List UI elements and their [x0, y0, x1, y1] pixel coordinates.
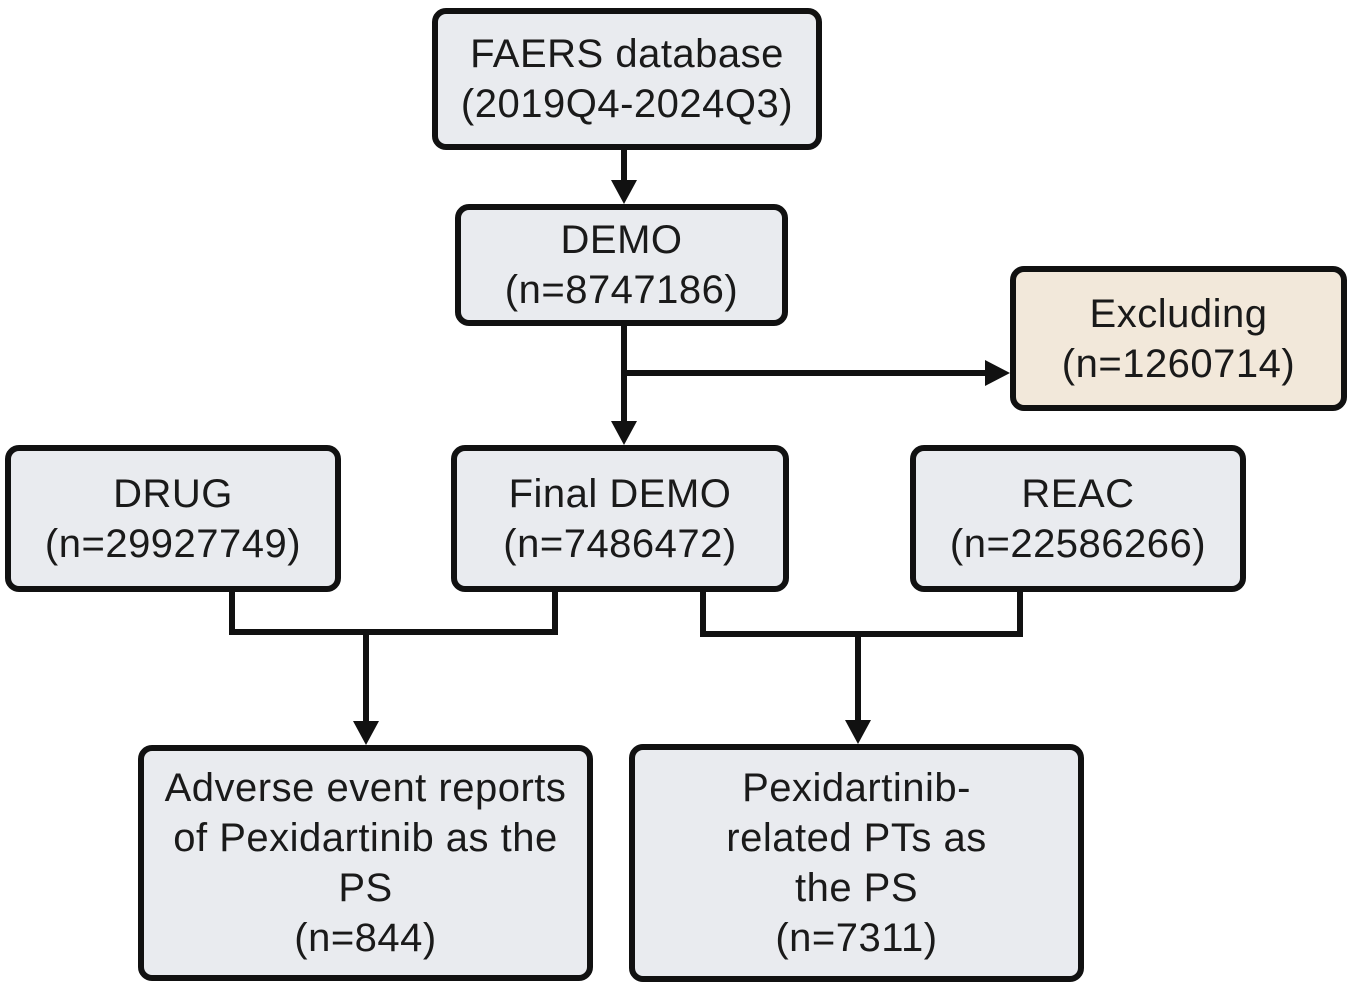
- adverse-line-2: of Pexidartinib as the: [173, 816, 558, 860]
- demo-title: DEMO: [560, 218, 683, 262]
- arrowhead-to-adverse-reports: [353, 721, 379, 745]
- excluding-count: (n=1260714): [1061, 341, 1296, 386]
- demo-count: (n=8747186): [504, 268, 739, 312]
- drug-box: DRUG (n=29927749): [5, 445, 341, 592]
- related-pts-box: Pexidartinib- related PTs as the PS (n=7…: [629, 744, 1084, 982]
- faers-title: FAERS database: [470, 32, 784, 76]
- arrowhead-to-related-pts: [845, 720, 871, 744]
- arrowhead-faers-to-demo: [611, 180, 637, 204]
- final-demo-box: Final DEMO (n=7486472): [451, 445, 789, 592]
- adverse-count: (n=844): [294, 916, 437, 960]
- excluding-box: Excluding (n=1260714): [1010, 266, 1347, 411]
- faers-period: (2019Q4-2024Q3): [460, 82, 794, 126]
- faers-database-box: FAERS database (2019Q4-2024Q3): [432, 8, 822, 150]
- demo-box: DEMO (n=8747186): [455, 204, 788, 326]
- drug-title: DRUG: [113, 471, 233, 516]
- excluding-title: Excluding: [1089, 291, 1268, 336]
- connector-final-demo-reac: [700, 591, 1023, 637]
- final-demo-title: Final DEMO: [508, 471, 732, 516]
- arrowhead-demo-to-final-demo: [611, 421, 637, 445]
- adverse-line-1: Adverse event reports: [164, 766, 567, 810]
- related-pts-line-1: Pexidartinib-: [742, 766, 971, 810]
- reac-count: (n=22586266): [949, 521, 1207, 566]
- related-pts-line-3: the PS: [794, 866, 919, 910]
- reac-box: REAC (n=22586266): [910, 445, 1246, 592]
- arrowhead-to-excluding: [985, 360, 1010, 386]
- adverse-line-3: PS: [338, 866, 393, 910]
- connector-drug-final-demo: [229, 591, 558, 635]
- drug-count: (n=29927749): [44, 521, 302, 566]
- related-pts-count: (n=7311): [775, 916, 938, 960]
- adverse-event-reports-box: Adverse event reports of Pexidartinib as…: [138, 745, 593, 981]
- final-demo-count: (n=7486472): [503, 521, 737, 566]
- related-pts-line-2: related PTs as: [726, 816, 987, 860]
- reac-title: REAC: [1021, 471, 1135, 516]
